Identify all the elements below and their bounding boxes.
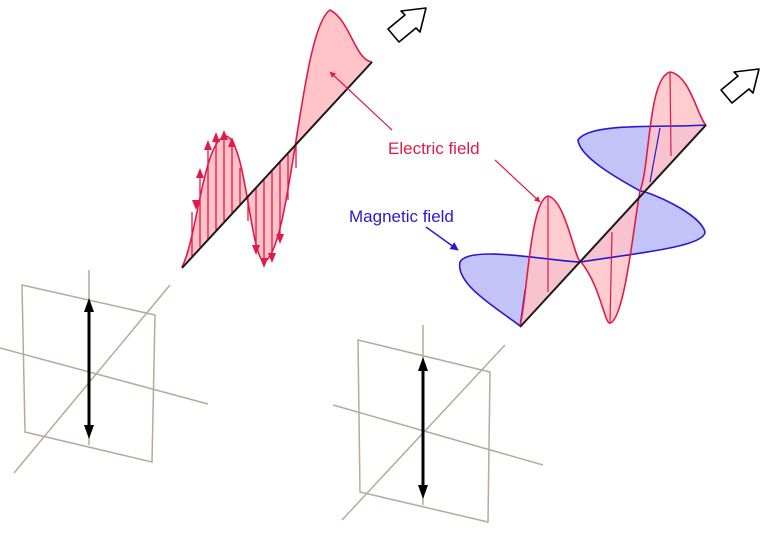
left-electric-field-curve: [181, 9, 373, 268]
left-source-frame: [0, 270, 209, 474]
left-electric-wave: [181, 7, 427, 269]
magnetic-field-pointer: [425, 226, 459, 251]
left-frame-axis-depth: [13, 284, 171, 474]
right-source-frame: [332, 325, 544, 523]
left-frame-plane: [21, 284, 156, 463]
electric-field-label: Electric field: [388, 139, 480, 158]
electric-field-pointer-left: [329, 71, 393, 131]
left-field-vectors: [191, 136, 297, 262]
magnetic-field-label: Magnetic field: [349, 207, 454, 226]
right-electric-field-lobes: [520, 72, 706, 326]
left-frame-axis-horizontal: [0, 347, 209, 405]
left-propagation-arrow-icon: [387, 7, 427, 43]
right-em-wave: [459, 68, 760, 328]
electric-field-pointer-right: [494, 159, 541, 203]
right-propagation-axis: [519, 124, 707, 328]
left-oscillation-arrow-icon: [84, 298, 94, 439]
right-magnetic-field-curve: [459, 124, 707, 327]
left-propagation-axis: [181, 61, 373, 269]
right-propagation-arrow-icon: [720, 68, 760, 104]
right-frame-axis-horizontal: [332, 404, 544, 466]
right-oscillation-arrow-icon: [418, 357, 428, 499]
right-frame-plane: [357, 339, 491, 523]
left-electric-field-lobes: [182, 10, 372, 267]
